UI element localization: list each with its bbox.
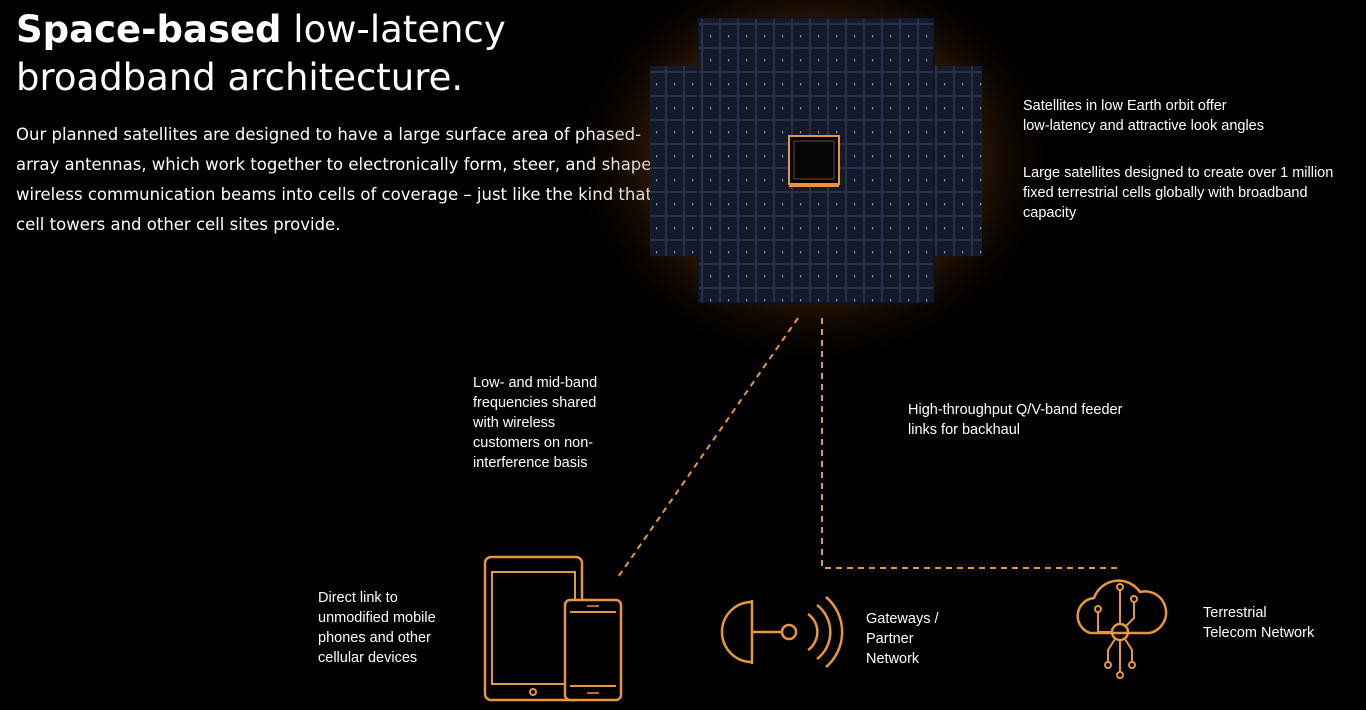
title-rest: low-latency broadband architecture.	[16, 8, 506, 99]
note-terrestrial: Terrestrial Telecom Network	[1203, 605, 1315, 641]
page-title: Space-based low-latency broadband archit…	[16, 6, 696, 102]
gateway-antenna-icon	[720, 596, 844, 668]
cloud-network-icon	[1076, 579, 1168, 679]
note-gateways: Gateways / Partner Network	[866, 611, 939, 667]
satellite-core	[788, 135, 840, 187]
phone-icon	[563, 598, 623, 702]
note-feeder: High-throughput Q/V-band feeder links fo…	[908, 402, 1123, 438]
note-leo: Satellites in low Earth orbit offer low-…	[1023, 98, 1264, 134]
title-bold: Space-based	[16, 8, 282, 51]
note-bands: Low- and mid-band frequencies shared wit…	[473, 375, 598, 471]
satellite-array-icon	[650, 17, 982, 304]
note-cells: Large satellites designed to create over…	[1023, 165, 1334, 221]
beam-to-devices	[615, 317, 799, 581]
note-direct: Direct link to unmodified mobile phones …	[318, 590, 436, 666]
intro-paragraph: Our planned satellites are designed to h…	[16, 125, 652, 234]
